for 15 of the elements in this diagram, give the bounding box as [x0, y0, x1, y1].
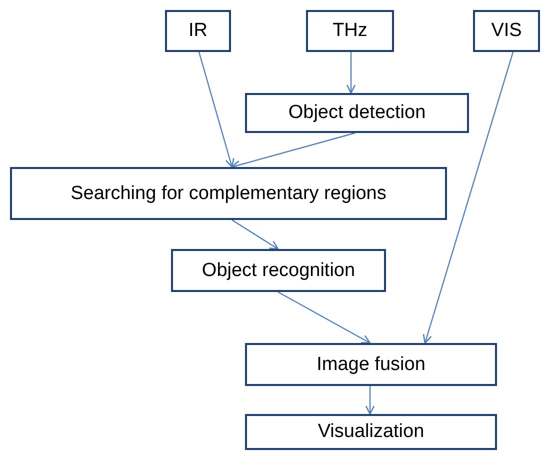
process-box: Object recognition	[171, 249, 386, 292]
arrow	[198, 52, 234, 168]
arrow	[278, 291, 371, 344]
arrow	[232, 220, 279, 250]
process-box: Visualization	[245, 414, 497, 450]
process-box: Object detection	[245, 93, 469, 133]
arrow	[422, 52, 514, 344]
process-box: THz	[306, 10, 394, 52]
arrow	[346, 52, 356, 94]
process-box: Image fusion	[245, 343, 497, 386]
arrow	[365, 386, 375, 415]
process-box: VIS	[473, 10, 540, 52]
arrow	[231, 132, 356, 170]
process-box: IR	[165, 10, 231, 52]
process-box: Searching for complementary regions	[10, 167, 447, 220]
